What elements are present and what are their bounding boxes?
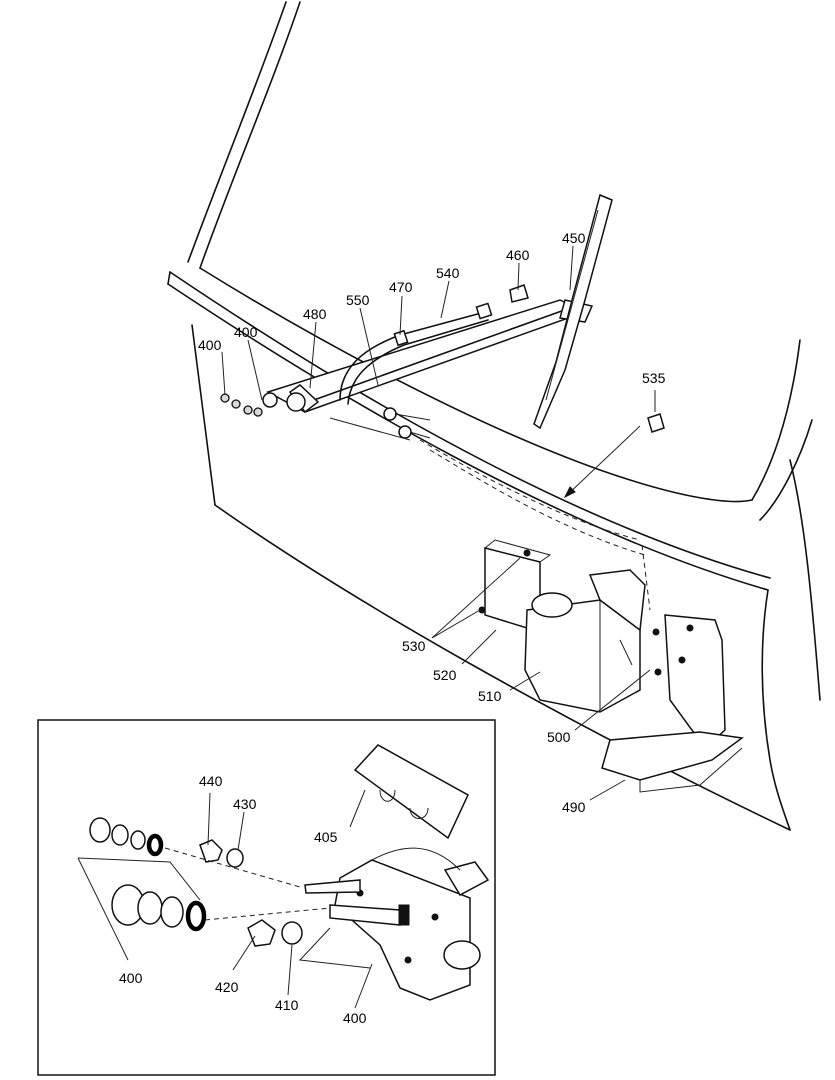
callout-440: 440 [199,773,223,789]
callout-405: 405 [314,829,338,845]
wiper-arm-assembly [262,299,594,414]
callout-450: 450 [562,230,586,246]
inset-large-spindle-parts [111,884,303,947]
callout-460: 460 [506,247,530,263]
inset-frame [37,719,496,1076]
callout-410: 410 [275,997,299,1013]
inset-leader-lines [77,847,371,969]
callout-470: 470 [389,279,413,295]
mounting-bolts [329,407,431,441]
callout-480: 480 [303,306,327,322]
callout-510: 510 [478,688,502,704]
washer-hose [339,302,493,405]
washer-bottle-bracket [601,614,744,793]
callout-400-inset-left: 400 [119,970,143,986]
callout-550: 550 [346,292,370,308]
washer-jet-nozzle [509,284,529,303]
wiper-blade [533,193,613,430]
callout-400-inset-right: 400 [343,1010,367,1026]
callout-530: 530 [402,638,426,654]
callout-430: 430 [233,796,257,812]
washer-reservoir [524,569,646,713]
seal-washers [220,393,263,417]
rear-washer-jet [563,413,665,499]
callout-535: 535 [642,370,666,386]
callout-400-left: 400 [198,337,222,353]
callout-leaders [207,245,656,1009]
vehicle-body-outline [167,1,821,831]
callout-400-upper: 400 [234,324,258,340]
callout-500: 500 [547,729,571,745]
wiper-motor [304,847,490,1001]
callout-540: 540 [436,265,460,281]
inset-small-spindle-parts [89,817,244,868]
callout-420: 420 [215,979,239,995]
callout-490: 490 [562,799,586,815]
callout-520: 520 [433,667,457,683]
motor-mounting-plate [353,744,469,840]
